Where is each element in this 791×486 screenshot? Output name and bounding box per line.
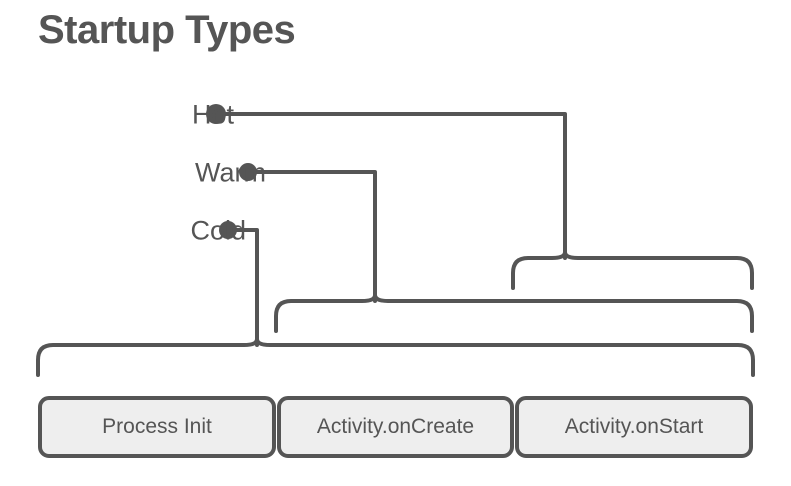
row-label-warm: Warm — [195, 157, 266, 188]
connector-warm — [246, 170, 754, 333]
node-box-activity-onstart[interactable]: Activity.onStart — [515, 396, 753, 458]
node-dot-warm — [239, 163, 257, 181]
row-label-hot: Hot — [191, 99, 234, 130]
node-dot-cold — [219, 221, 237, 239]
row-label-cold: Cold — [190, 215, 246, 246]
page-title: Startup Types — [38, 8, 296, 52]
node-dot-hot — [206, 104, 226, 124]
node-box-activity-oncreate[interactable]: Activity.onCreate — [277, 396, 514, 458]
connector-cold — [36, 228, 755, 377]
node-box-process-init[interactable]: Process Init — [38, 396, 276, 458]
connector-hot — [214, 112, 754, 290]
